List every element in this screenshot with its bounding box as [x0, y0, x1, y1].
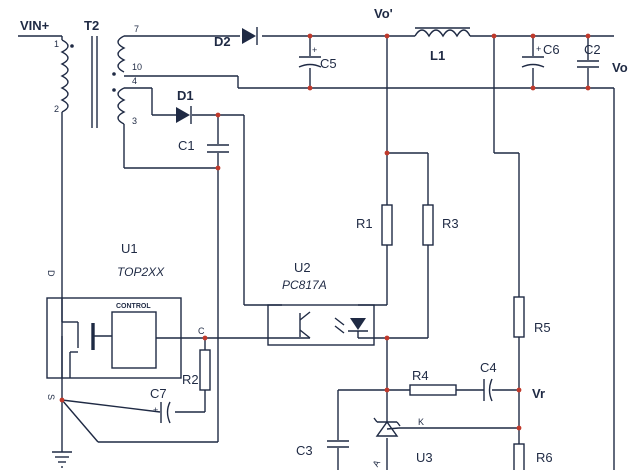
resistor-r1 [381, 204, 393, 246]
u2-part-label: PC817A [282, 278, 327, 292]
capacitor-c1 [207, 144, 229, 153]
u1-ref-label: U1 [121, 241, 138, 256]
capacitor-c6 [521, 56, 545, 68]
diode-d1 [176, 106, 192, 124]
resistor-r6 [513, 443, 525, 470]
u3-pin-k: K [418, 417, 424, 427]
t2-pin-7: 7 [134, 24, 139, 34]
u1-pin-s: S [46, 394, 56, 400]
junction-dots [59, 33, 591, 431]
t2-pin-2: 2 [54, 104, 59, 114]
r2-label: R2 [182, 372, 199, 387]
vo-label: Vo [612, 60, 628, 75]
resistor-r5 [513, 296, 525, 338]
t2-pin-10: 10 [132, 62, 142, 72]
c6-polarity: + [536, 44, 541, 54]
vin-label: VIN+ [20, 18, 50, 33]
c5-label: C5 [320, 56, 337, 71]
capacitor-c4 [483, 378, 493, 402]
c2-label: C2 [584, 42, 601, 57]
capacitor-c2 [577, 60, 599, 68]
r5-label: R5 [534, 320, 551, 335]
vo-prime-label: Vo' [374, 6, 393, 21]
ground-icon [52, 451, 72, 468]
d2-label: D2 [214, 34, 231, 49]
capacitor-c3 [327, 440, 349, 448]
c7-label: C7 [150, 386, 167, 401]
capacitor-c5 [298, 56, 322, 68]
r3-label: R3 [442, 216, 459, 231]
l1-label: L1 [430, 48, 445, 63]
inductor-l1 [414, 27, 471, 38]
d1-label: D1 [177, 88, 194, 103]
c5-polarity: + [312, 45, 317, 55]
resistor-r2 [199, 349, 211, 391]
c3-label: C3 [296, 443, 313, 458]
r4-label: R4 [412, 368, 429, 383]
capacitor-c7 [160, 401, 171, 424]
r6-label: R6 [536, 450, 553, 465]
t2-pin-1: 1 [54, 39, 59, 49]
r1-label: R1 [356, 216, 373, 231]
t2-ref-label: T2 [84, 18, 99, 33]
vr-label: Vr [532, 386, 545, 401]
u1-pin-d: D [46, 270, 56, 277]
c6-label: C6 [543, 42, 560, 57]
u2-optocoupler [267, 304, 387, 346]
input-wiring [18, 35, 63, 452]
source-wiring [61, 399, 218, 443]
c7-polarity: + [153, 405, 158, 415]
u1-control-label: CONTROL [116, 303, 151, 310]
c1-label: C1 [178, 138, 195, 153]
u2-ref-label: U2 [294, 260, 311, 275]
t2-pin-3: 3 [132, 116, 137, 126]
t2-pin-4: 4 [132, 76, 137, 86]
u3-ref-label: U3 [416, 450, 433, 465]
c4-label: C4 [480, 360, 497, 375]
output-rail-wiring [124, 35, 615, 470]
u3-shunt-regulator [373, 417, 401, 437]
diode-d2 [242, 27, 258, 45]
resistor-r3 [422, 204, 434, 246]
u1-block [46, 297, 268, 379]
u3-pin-a: A [371, 458, 383, 468]
u1-pin-c: C [198, 326, 205, 336]
feedback-wiring [337, 338, 519, 470]
transformer-t2 [60, 35, 126, 128]
u1-part-label: TOP2XX [117, 265, 165, 279]
resistor-r4 [409, 384, 457, 396]
